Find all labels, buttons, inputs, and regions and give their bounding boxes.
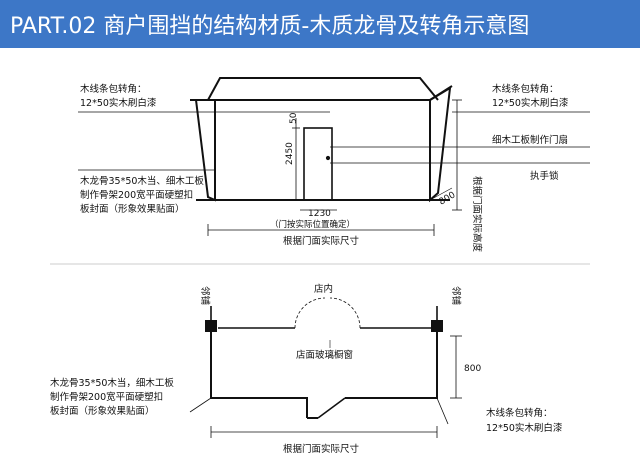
dim-1230: 1230 bbox=[308, 209, 331, 219]
top-label-keel-left: 木龙骨35*50木当、细木工板 制作骨架200宽平面硬塑扣 板封面（形象效果贴面… bbox=[80, 175, 204, 215]
inside-store-label: 店内 bbox=[314, 283, 333, 295]
top-label-corner-left: 木线条包转角： 12*50实木刷白漆 bbox=[80, 83, 157, 109]
top-left-label-line1: 木线条包转角： bbox=[80, 83, 147, 95]
right-corner-post bbox=[431, 320, 443, 332]
bottom-label-corner: 木线条包转角： 12*50实木刷白漆 bbox=[486, 407, 563, 434]
bottom-keel-line3: 板封面（形象效果贴面） bbox=[50, 405, 155, 417]
bottom-label-keel: 木龙骨35*50木当，细木工板 制作骨架200宽平面硬塑扣 板封面（形象效果贴面… bbox=[50, 377, 174, 417]
height-caption: 根据门面实际高度 bbox=[471, 176, 483, 253]
top-right-label-line1: 木线条包转角： bbox=[492, 83, 559, 95]
title-banner: PART.02 商户围挡的结构材质-木质龙骨及转角示意图 bbox=[0, 0, 640, 48]
top-leader-lines bbox=[78, 111, 590, 171]
top-left-label-line2: 12*50实木刷白漆 bbox=[80, 97, 157, 109]
keel-label-line1: 木龙骨35*50木当、细木工板 bbox=[80, 175, 204, 187]
window-label: 店面玻璃橱窗 bbox=[296, 349, 353, 361]
bottom-corner-line1: 木线条包转角： bbox=[486, 407, 553, 419]
dim-50: 50 bbox=[289, 112, 299, 124]
dim-800-bottom: 800 bbox=[464, 364, 481, 374]
dim-2450: 2450 bbox=[285, 142, 295, 165]
door-position-note: （门按实际位置确定） bbox=[270, 219, 355, 230]
bottom-width-caption: 根据门面实际尺寸 bbox=[283, 443, 360, 455]
page-title: PART.02 商户围挡的结构材质-木质龙骨及转角示意图 bbox=[10, 14, 530, 39]
bottom-keel-line2: 制作骨架200宽平面硬塑扣 bbox=[50, 391, 163, 403]
door-frame-label: 细木工板制作门扇 bbox=[492, 134, 568, 146]
top-right-label-line2: 12*50实木刷白漆 bbox=[492, 97, 569, 109]
dim-800-top: 800 bbox=[438, 190, 458, 207]
top-elevation-drawing bbox=[190, 77, 462, 236]
keel-label-line3: 板封面（形象效果贴面） bbox=[80, 203, 185, 215]
top-label-corner-right: 木线条包转角： 12*50实木刷白漆 bbox=[492, 83, 569, 109]
right-neighbor-label: 邻铺 bbox=[450, 286, 462, 305]
bottom-keel-line1: 木龙骨35*50木当，细木工板 bbox=[50, 377, 174, 389]
bottom-corner-line2: 12*50实木刷白漆 bbox=[486, 422, 563, 434]
left-neighbor-label: 邻铺 bbox=[199, 286, 211, 305]
bottom-plan-drawing bbox=[189, 297, 462, 438]
top-width-caption: 根据门面实际尺寸 bbox=[283, 235, 360, 247]
left-corner-post bbox=[205, 320, 217, 332]
handle-lock-label: 执手锁 bbox=[530, 170, 559, 182]
keel-label-line2: 制作骨架200宽平面硬塑扣 bbox=[80, 189, 193, 201]
